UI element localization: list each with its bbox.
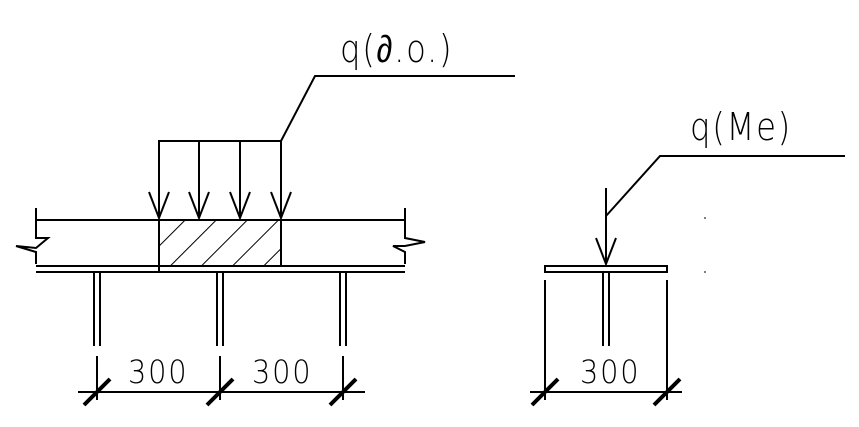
leader-line-right <box>605 155 845 217</box>
load-plate <box>544 265 668 273</box>
point-load-arrowhead <box>595 237 617 267</box>
hatched-load-block <box>158 219 282 267</box>
dimension-chain-right <box>530 377 682 407</box>
load-frame <box>158 140 282 218</box>
load-label-point: q(Me) <box>690 105 792 149</box>
break-mark-left <box>15 232 51 264</box>
dimension-chain-left <box>78 356 365 407</box>
load-arrowheads <box>148 191 292 221</box>
break-mark-right <box>392 232 426 264</box>
load-label-distributed: q(∂.o.) <box>340 27 454 71</box>
joists-left <box>93 272 347 346</box>
left-detail <box>15 75 515 407</box>
dimension-label-right: 300 <box>580 353 641 391</box>
right-detail <box>530 155 845 407</box>
dimension-label-left-2: 300 <box>252 353 313 391</box>
leader-line-left <box>280 75 515 142</box>
dimension-label-left-1: 300 <box>128 353 189 391</box>
